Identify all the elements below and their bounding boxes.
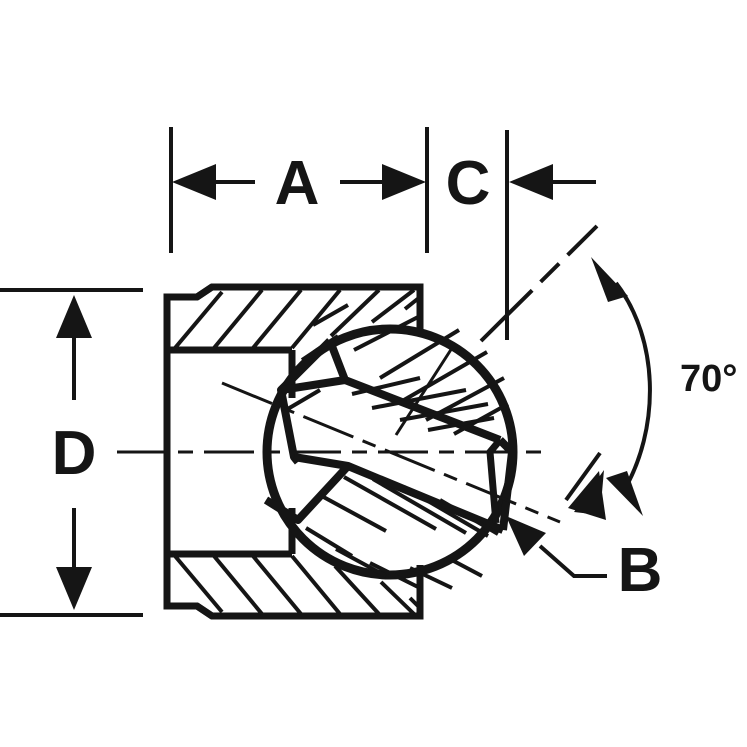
dimension-group-d: D (0, 288, 143, 617)
housing-notch-upper (195, 284, 214, 300)
arrow-left-icon-c (509, 164, 553, 200)
hatch-lower (173, 554, 422, 616)
dimension-label-a: A (275, 149, 320, 218)
hatch-ball-lower (304, 475, 500, 590)
arc-arrow-bottom-icon (606, 471, 643, 516)
callout-label-b: B (618, 536, 663, 605)
leader-line-b-secondary (564, 451, 602, 502)
angle-reference-line (479, 224, 599, 343)
leader-arrow-b-secondary-head-icon (568, 471, 606, 520)
leader-line-b (538, 544, 607, 578)
ball-bore-face-mid (280, 376, 346, 394)
housing-notch-lower (195, 603, 214, 619)
ball-bore-face-lower-edge (263, 463, 351, 524)
arrow-left-icon (172, 164, 216, 200)
arrow-up-icon (56, 295, 92, 338)
hatch-ball-upper-arc (284, 334, 340, 412)
dimension-label-d: D (52, 419, 97, 488)
leader-arrow-b-icon (506, 516, 546, 556)
angle-arc (614, 281, 652, 494)
dimension-group-top: A C (169, 127, 596, 340)
hatch-ball-bore-upper (351, 376, 495, 432)
arrow-down-icon (56, 567, 92, 610)
ball-bore-axis-perpendicular (394, 347, 454, 436)
angle-label-70: 70° (680, 358, 737, 400)
arc-arrow-top-icon (591, 257, 628, 302)
dimension-label-c: C (446, 149, 491, 218)
hatch-upper (173, 288, 422, 350)
arrow-right-icon (382, 164, 426, 200)
dimension-group-angle: 70° (479, 224, 737, 516)
callout-group-b: B (506, 451, 663, 605)
